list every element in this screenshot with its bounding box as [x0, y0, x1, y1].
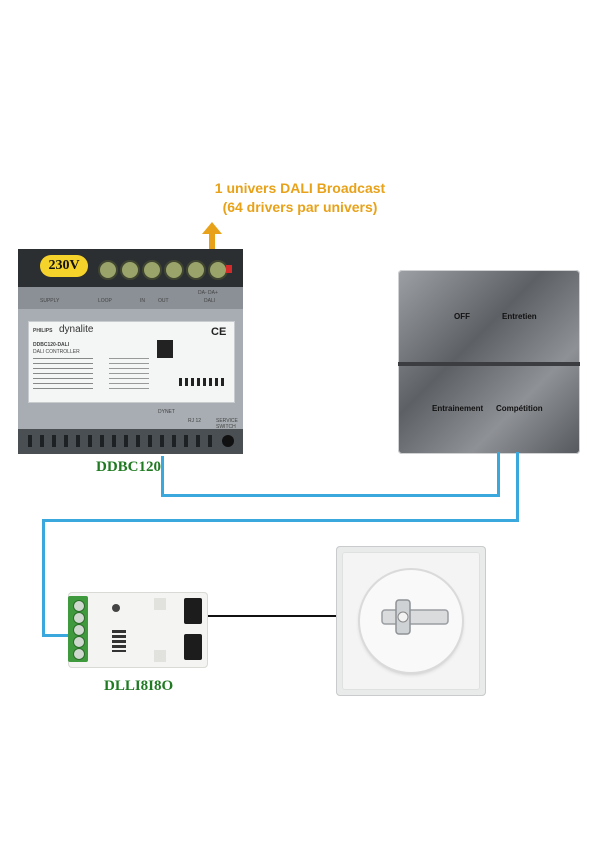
dynet-wire: [161, 494, 500, 497]
dynet-wire: [497, 452, 500, 497]
label-rj12: RJ 12: [188, 418, 202, 424]
vent-slot: [112, 435, 116, 447]
status-led: [112, 604, 120, 612]
vent-slot: [100, 435, 104, 447]
mount-tab: [154, 598, 166, 610]
key-switch-plate: [342, 552, 480, 690]
vent-slot: [196, 435, 200, 447]
arrow-up-icon: [202, 222, 222, 264]
spec-text-block: [109, 358, 149, 390]
controller-name-label: DDBC120: [96, 459, 162, 475]
brand-logo: dynalite: [59, 324, 94, 335]
dlli8i8o-module: [68, 592, 208, 668]
voltage-badge: 230V: [40, 255, 88, 277]
terminal-screw: [73, 612, 85, 624]
terminal-screw: [142, 260, 162, 280]
panel-button-entretien: Entretien: [502, 312, 537, 321]
label-in: IN: [140, 298, 145, 304]
terminal-screw: [164, 260, 184, 280]
maker-text: PHILIPS: [33, 328, 53, 334]
model-subtext: DALI CONTROLLER: [33, 349, 80, 355]
model-text: DDBC120-DALI: [33, 342, 70, 348]
dynet-wire: [516, 452, 519, 522]
dip-switches: [179, 378, 227, 386]
dali-annotation-line1: 1 univers DALI Broadcast: [214, 180, 386, 196]
terminal-screw: [120, 260, 140, 280]
dynet-wire: [42, 519, 45, 637]
service-button: [157, 340, 173, 358]
terminal-screw: [98, 260, 118, 280]
label-service-switch: SERVICE SWITCH: [216, 418, 238, 430]
vent-slot: [76, 435, 80, 447]
vent-slot: [160, 435, 164, 447]
dip-switch-block: [112, 630, 126, 652]
label-supply: SUPPLY: [40, 298, 60, 304]
vent-slot: [88, 435, 92, 447]
dynet-wire: [42, 519, 519, 522]
terminal-screw: [186, 260, 206, 280]
vent-slot: [208, 435, 212, 447]
label-dali: DALI: [204, 298, 216, 304]
spec-text-block: [33, 358, 93, 390]
panel-button-entrainement: Entrainement: [432, 404, 484, 413]
label-dynet: DYNET: [158, 409, 175, 415]
key-switch: [336, 546, 486, 696]
dynet-wire: [161, 456, 164, 496]
vent-slot: [40, 435, 44, 447]
touch-panel: OFF Entretien Entrainement Compétition: [398, 270, 580, 454]
ddbc120-controller: 230V SUPPLY LOOP IN OUT DA- DA+ DALI PHI…: [18, 249, 243, 454]
terminal-screw: [73, 636, 85, 648]
indicator-led: [226, 265, 232, 273]
vent-slot: [136, 435, 140, 447]
io-connector: [184, 634, 202, 660]
vent-slot: [28, 435, 32, 447]
panel-button-competition: Compétition: [496, 404, 543, 413]
vent-slot: [172, 435, 176, 447]
ce-mark: CE: [211, 326, 227, 338]
label-out: OUT: [158, 298, 169, 304]
module-name-label: DLLI8I8O: [104, 678, 174, 694]
dali-annotation-line2: (64 drivers par univers): [222, 199, 378, 215]
service-switch-knob: [222, 435, 234, 447]
label-da: DA- DA+: [198, 290, 218, 296]
vent-slot: [148, 435, 152, 447]
switch-wire: [208, 615, 338, 617]
terminal-screw: [73, 624, 85, 636]
vent-slot: [52, 435, 56, 447]
vent-slot: [184, 435, 188, 447]
terminal-screw: [73, 648, 85, 660]
vent-slot: [124, 435, 128, 447]
terminal-screw: [73, 600, 85, 612]
key-icon: [381, 599, 449, 635]
terminal-screw: [208, 260, 228, 280]
io-connector: [184, 598, 202, 624]
mount-tab: [154, 650, 166, 662]
dynet-wire: [42, 634, 70, 637]
terminal-label-strip: [18, 287, 243, 309]
panel-button-off: OFF: [454, 312, 470, 321]
panel-divider: [398, 362, 580, 366]
vent-slot: [64, 435, 68, 447]
label-loop: LOOP: [98, 298, 112, 304]
product-label: PHILIPS dynalite CE DDBC120-DALI DALI CO…: [28, 321, 235, 403]
